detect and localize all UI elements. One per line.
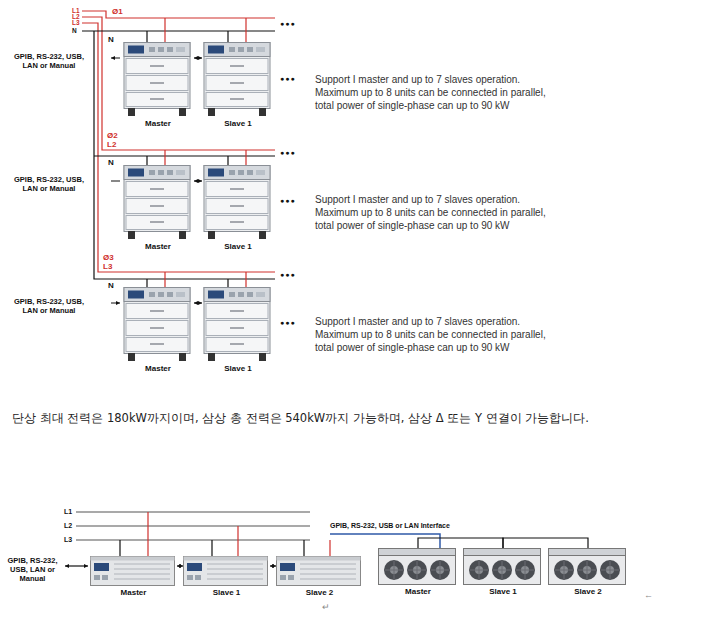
unit-node: Master (90, 556, 177, 598)
phase-name: L3 (103, 263, 112, 271)
unit-node: Master (122, 165, 194, 252)
load-cabinet (204, 288, 270, 362)
unit-label: Master (378, 587, 458, 597)
unit-link (177, 565, 183, 566)
unit-label: Slave 1 (202, 119, 274, 129)
unit-label: Slave 1 (463, 587, 543, 597)
note-text: Support I master and up to 7 slaves oper… (315, 193, 547, 232)
interface-note: GPIB, RS-232, USB, LAN or Manual (8, 297, 90, 315)
load-cabinet (124, 43, 190, 117)
phase-name: Ø1 (112, 8, 123, 16)
neutral-taps (120, 540, 304, 556)
interface-note: GPIB, RS-232, USB or LAN Interface (330, 522, 450, 530)
phase-name: L3 (64, 536, 72, 544)
load-unit (184, 557, 268, 586)
phase-name: Ø2 (107, 132, 118, 140)
l3-wire (82, 23, 275, 272)
unit-label: Master (122, 364, 194, 374)
continuation-dots: ●●● (280, 20, 296, 28)
load-cabinet (204, 166, 270, 240)
paragraph-mark: ↵ (322, 602, 330, 612)
load-unit (277, 557, 361, 586)
continuation-dots: ●●● (280, 149, 296, 157)
load-unit (91, 557, 175, 586)
neutral-name: N (108, 36, 114, 44)
unit-node: Slave 2 (276, 556, 363, 598)
unit-label: Master (122, 119, 194, 129)
unit-link (270, 565, 276, 566)
unit-label: Master (122, 242, 194, 252)
continuation-dots: ●●● (280, 75, 296, 83)
load-cabinet (124, 288, 190, 362)
fan-unit (464, 549, 541, 585)
unit-node: Slave 1 (202, 42, 274, 129)
unit-node: Slave 1 (202, 287, 274, 374)
neutral-name: N (108, 159, 114, 167)
unit-node: Master (378, 548, 458, 597)
unit-label: Slave 1 (202, 242, 274, 252)
unit-label: Master (90, 588, 177, 598)
bus-wires (76, 512, 310, 540)
unit-node: Master (122, 287, 194, 374)
load-cabinet (204, 43, 270, 117)
phase-name: L3 (72, 20, 80, 27)
unit-label: Slave 2 (548, 587, 628, 597)
fan-unit (379, 549, 456, 585)
unit-label: Slave 1 (202, 364, 274, 374)
l1-wire (82, 11, 275, 18)
units (91, 43, 626, 586)
control-arrow (111, 58, 120, 303)
unit-node: Slave 1 (463, 548, 543, 597)
phase-name: Ø3 (103, 254, 114, 262)
load-cabinet (124, 166, 190, 240)
unit-link (418, 538, 503, 548)
unit-label: Slave 2 (276, 588, 363, 598)
control-arrow (65, 565, 88, 566)
unit-label: Slave 1 (183, 588, 270, 598)
continuation-dots: ●●● (280, 271, 296, 279)
paragraph-mark: ← (644, 590, 653, 600)
continuation-dots: ●●● (280, 319, 296, 327)
unit-link (194, 302, 202, 303)
continuation-dots: ●●● (280, 197, 296, 205)
phase-taps (148, 512, 330, 556)
phase-name: L1 (64, 508, 72, 516)
unit-node: Slave 2 (548, 548, 628, 597)
summary-text: 단상 최대 전력은 180kW까지이며, 삼상 총 전력은 540kW까지 가능… (12, 411, 589, 425)
interface-wire (330, 534, 440, 548)
unit-link (194, 180, 202, 181)
neutral-name: N (72, 28, 77, 35)
note-text: Support I master and up to 7 slaves oper… (315, 73, 547, 112)
neutral-name: N (108, 282, 114, 290)
note-text: Support I master and up to 7 slaves oper… (315, 315, 547, 354)
interface-note: GPIB, RS-232, USB, LAN or Manual (8, 175, 90, 193)
interface-note: GPIB, RS-232, USB, LAN or Manual (2, 556, 63, 583)
unit-link (503, 538, 588, 548)
unit-node: Master (122, 42, 194, 129)
phase-name: L2 (64, 522, 72, 530)
interface-note: GPIB, RS-232, USB, LAN or Manual (8, 52, 90, 70)
unit-node: Slave 1 (183, 556, 270, 598)
unit-link (194, 57, 202, 58)
phase-name: L2 (107, 141, 116, 149)
unit-node: Slave 1 (202, 165, 274, 252)
fan-unit (549, 549, 626, 585)
